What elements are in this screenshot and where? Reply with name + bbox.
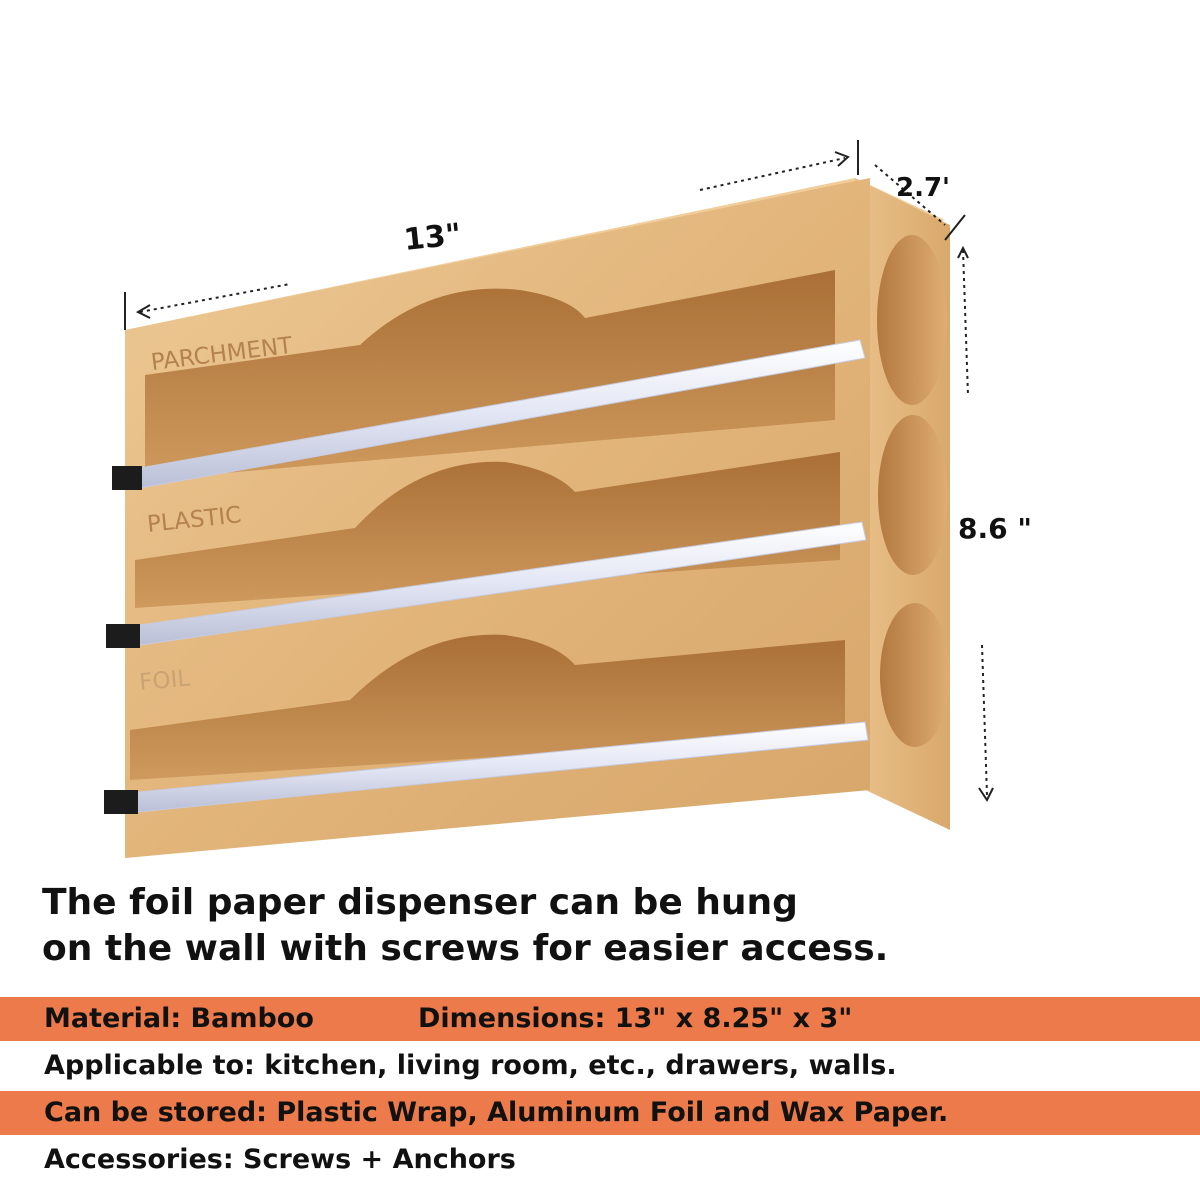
spec-stored: Can be stored: Plastic Wrap, Aluminum Fo… — [44, 1097, 949, 1128]
spec-material: Material: Bamboo — [44, 1003, 314, 1034]
slider-handle-1 — [112, 466, 142, 490]
side-holes — [877, 235, 950, 747]
spec-dimensions: Dimensions: 13" x 8.25" x 3" — [418, 1003, 853, 1034]
hole-middle — [878, 415, 948, 575]
cutter-bars — [104, 339, 869, 814]
headline: The foil paper dispenser can be hung on … — [42, 880, 1162, 972]
dimension-arrows — [124, 140, 994, 802]
slider-handle-2 — [106, 624, 140, 648]
slider-handle-3 — [104, 790, 138, 814]
label-foil: FOIL — [138, 666, 191, 696]
slot-parchment — [145, 270, 835, 480]
dispenser-illustration: PARCHMENT PLASTIC FOIL 13" 2.7' 8.6 " — [104, 140, 1032, 858]
dimension-depth: 2.7' — [896, 173, 950, 203]
spec-accessories: Accessories: Screws + Anchors — [44, 1144, 516, 1175]
spec-band-material: Material: Bamboo Dimensions: 13" x 8.25"… — [0, 997, 1200, 1041]
headline-line-2: on the wall with screws for easier acces… — [42, 928, 889, 969]
spec-applicable: Applicable to: kitchen, living room, etc… — [44, 1050, 897, 1081]
dimension-height: 8.6 " — [958, 512, 1032, 545]
hole-top — [877, 235, 947, 405]
headline-line-1: The foil paper dispenser can be hung — [42, 882, 798, 923]
spec-band-accessories: Accessories: Screws + Anchors — [0, 1138, 1200, 1182]
spec-band-stored: Can be stored: Plastic Wrap, Aluminum Fo… — [0, 1091, 1200, 1135]
dimension-width: 13" — [402, 217, 463, 258]
spec-band-applicable: Applicable to: kitchen, living room, etc… — [0, 1044, 1200, 1088]
hole-bottom — [880, 603, 950, 747]
